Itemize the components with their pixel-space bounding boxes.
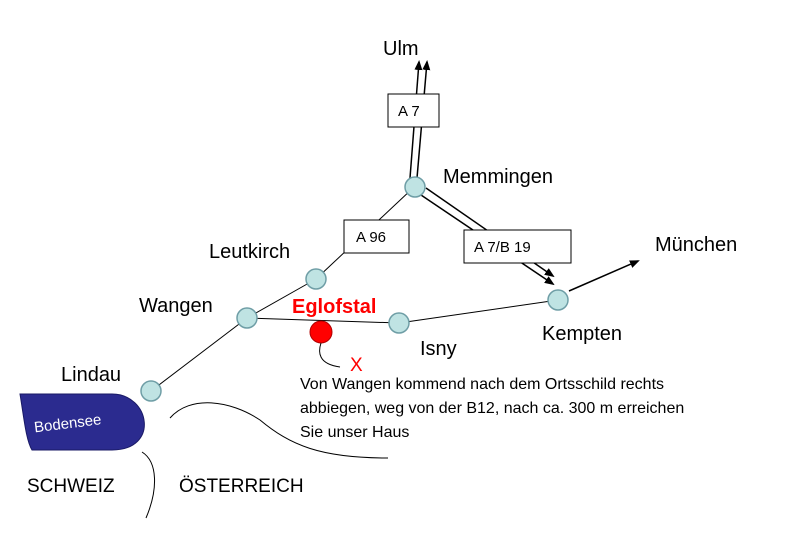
a96-label-box — [343, 219, 410, 254]
a7-label-box — [387, 93, 440, 128]
road-wangen-isny — [246, 317, 400, 324]
city-label-kempten: Kempten — [542, 323, 622, 345]
destination-pointer-line — [319, 342, 341, 368]
node-lindau — [140, 380, 162, 402]
city-label-muenchen: München — [655, 234, 737, 256]
destination-x-mark: X — [350, 355, 363, 376]
city-label-isny: Isny — [420, 338, 457, 360]
city-label-wangen: Wangen — [139, 295, 213, 317]
border-curve-switzerland — [141, 451, 156, 519]
node-isny — [388, 312, 410, 334]
destination-label: Eglofstal — [292, 296, 376, 318]
directions-line-2: abbiegen, weg von der B12, nach ca. 300 … — [300, 400, 684, 417]
node-leutkirch — [305, 268, 327, 290]
city-label-memmingen: Memmingen — [443, 166, 553, 188]
a7b19-label: A 7/B 19 — [474, 239, 531, 256]
city-label-leutkirch: Leutkirch — [209, 241, 290, 263]
country-label-switzerland: SCHWEIZ — [27, 476, 115, 497]
node-wangen — [236, 307, 258, 329]
road-wangen-leutkirch — [246, 278, 317, 319]
road-isny-kempten — [398, 299, 559, 324]
directions-line-3: Sie unser Haus — [300, 424, 409, 441]
destination-marker — [309, 320, 333, 344]
bodensee-lake — [19, 393, 145, 451]
a7b19-label-box — [463, 229, 572, 264]
a7-label: A 7 — [398, 103, 420, 120]
border-curve-austria — [169, 402, 389, 459]
a96-label: A 96 — [356, 229, 386, 246]
country-label-austria: ÖSTERREICH — [179, 476, 304, 497]
city-label-lindau: Lindau — [61, 364, 121, 386]
node-memmingen — [404, 176, 426, 198]
directions-line-1: Von Wangen kommend nach dem Ortsschild r… — [300, 376, 664, 393]
city-label-ulm: Ulm — [383, 38, 419, 60]
node-kempten — [547, 289, 569, 311]
road-lindau-wangen — [150, 317, 248, 392]
road-kempten-muenchen — [568, 260, 640, 292]
